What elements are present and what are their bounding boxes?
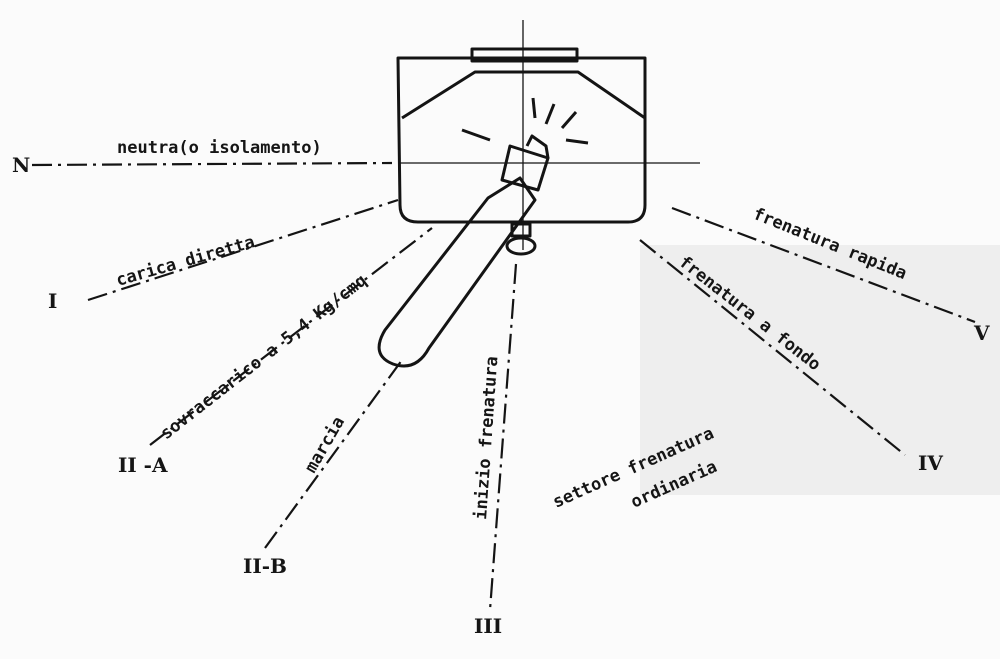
valve-housing <box>396 56 647 224</box>
line-running <box>264 359 403 549</box>
position-i-label: I <box>48 289 57 313</box>
label-running: marcia <box>301 413 349 476</box>
valve-body <box>396 20 700 256</box>
lever-handle <box>377 97 589 368</box>
position-iv-label: IV <box>918 451 943 475</box>
label-neutral: neutra(o isolamento) <box>117 138 322 158</box>
position-v-label: V <box>973 321 990 345</box>
line-direct-charge <box>87 198 399 302</box>
valve-window-frame <box>401 70 646 120</box>
line-neutral <box>31 161 393 167</box>
valve-top-cap <box>470 47 579 63</box>
label-direct-charge: carica diretta <box>114 232 257 291</box>
scan-shade <box>640 245 1000 495</box>
ray-5 <box>461 128 491 142</box>
position-ii-a-label: II -A <box>118 453 168 477</box>
ray-4 <box>565 138 589 145</box>
lever-tip <box>525 134 550 159</box>
line-braking-start <box>488 263 518 611</box>
line-full-braking <box>639 239 906 456</box>
position-ii-b-label: II-B <box>243 554 287 578</box>
line-rapid-braking <box>671 206 976 324</box>
ray-3 <box>560 111 578 129</box>
lever-grip <box>377 176 537 368</box>
valve-knob <box>505 236 537 256</box>
position-n-label: N <box>12 153 30 177</box>
position-iii-label: III <box>474 614 502 638</box>
lever-head <box>500 144 550 192</box>
ray-2 <box>544 103 556 125</box>
ray-1 <box>531 97 537 119</box>
label-braking-start: inizio frenatura <box>471 356 502 521</box>
line-overcharge <box>149 227 433 446</box>
